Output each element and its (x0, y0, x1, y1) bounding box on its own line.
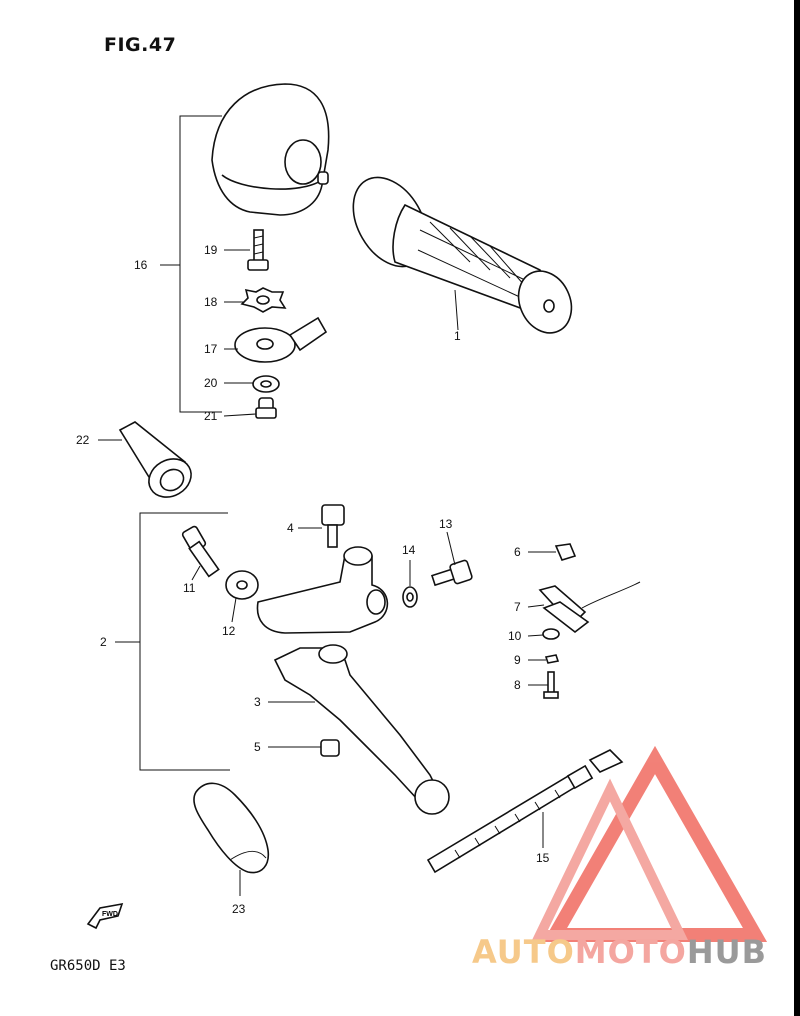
watermark-part3: HUB (686, 933, 768, 971)
callout-11: 11 (183, 581, 196, 595)
washer-20 (252, 375, 280, 393)
callout-22: 22 (76, 433, 90, 447)
lever-bracket (256, 546, 389, 634)
callout-5: 5 (254, 740, 261, 754)
locknut-12 (225, 570, 259, 600)
nut-21 (255, 397, 277, 419)
callout-18: 18 (204, 295, 218, 309)
callout-3: 3 (254, 695, 261, 709)
cable-tie-15 (426, 749, 624, 874)
callout-23: 23 (232, 902, 246, 916)
bracket-16 (160, 115, 222, 413)
watermark-logo (532, 745, 768, 942)
bolt-4 (321, 504, 345, 548)
callout-numbers: 1 2 3 4 5 6 7 8 9 10 11 12 13 14 15 16 1… (76, 243, 550, 916)
screw-19 (247, 229, 269, 271)
cover-23 (193, 782, 270, 874)
bolt-13 (430, 559, 473, 587)
callout-16: 16 (134, 258, 148, 272)
callout-13: 13 (439, 517, 453, 531)
spacer-10 (542, 628, 560, 640)
washer-14 (402, 586, 418, 608)
nut-5 (320, 739, 340, 757)
callout-8: 8 (514, 678, 521, 692)
callout-2: 2 (100, 635, 107, 649)
watermark-text: AUTOMOTOHUB (472, 933, 767, 971)
fwd-arrow-icon: FWD (86, 902, 124, 930)
bracket-2 (115, 512, 230, 771)
callout-14: 14 (402, 543, 416, 557)
plate-17 (234, 316, 328, 363)
switch-housing (211, 83, 330, 216)
callout-4: 4 (287, 521, 294, 535)
screw-8 (543, 671, 559, 699)
callout-19: 19 (204, 243, 218, 257)
callout-9: 9 (514, 653, 521, 667)
right-border (794, 0, 800, 1016)
boot-22 (118, 421, 192, 498)
star-washer-18 (240, 287, 287, 313)
switch-7 (538, 581, 641, 634)
leader-lines (98, 249, 556, 896)
fwd-label: FWD (102, 911, 118, 918)
callout-15: 15 (536, 851, 550, 865)
callout-7: 7 (514, 600, 521, 614)
watermark-part2: MOTO (574, 933, 687, 971)
callout-20: 20 (204, 376, 218, 390)
nut-9 (544, 654, 560, 664)
callout-1: 1 (454, 329, 461, 343)
model-code: GR650D E3 (50, 958, 126, 974)
clip-6 (554, 543, 577, 561)
adjuster-bolt-11 (181, 525, 220, 578)
watermark-part1: AUTO (472, 933, 575, 971)
grip-1 (352, 176, 573, 334)
lever-3 (273, 644, 450, 815)
callout-17: 17 (204, 342, 218, 356)
figure-title: FIG.47 (104, 34, 177, 56)
callout-10: 10 (508, 629, 522, 643)
callout-21: 21 (204, 409, 218, 423)
callout-6: 6 (514, 545, 521, 559)
callout-12: 12 (222, 624, 236, 638)
